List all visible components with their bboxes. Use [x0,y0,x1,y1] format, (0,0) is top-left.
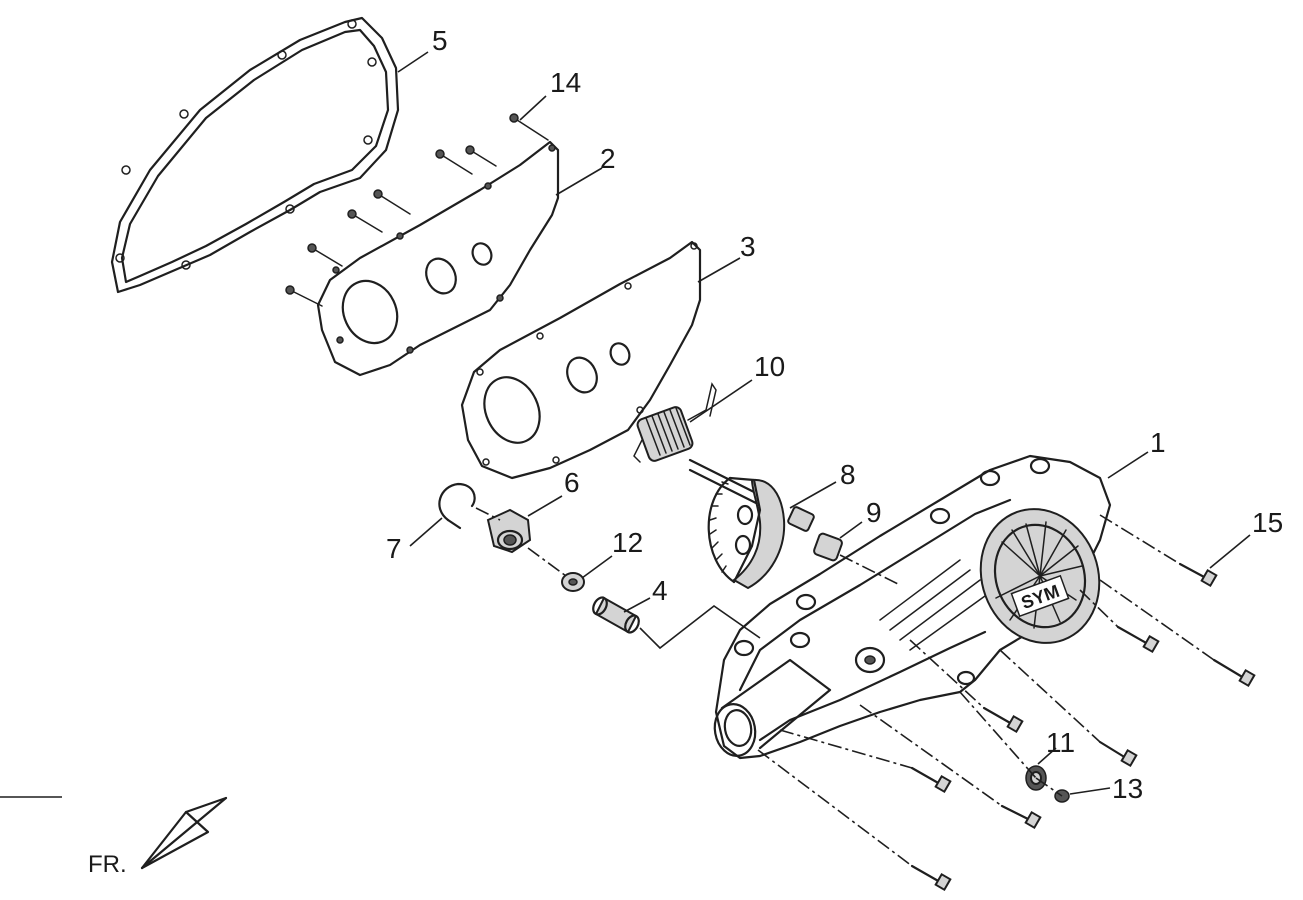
callout-3: 3 [740,231,756,262]
gasket-part-5 [110,16,400,294]
front-direction-indicator: FR. [0,796,228,878]
washer-part-12 [561,572,585,592]
callout-15: 15 [1252,507,1283,538]
callout-11: 11 [1046,727,1075,758]
front-label: FR. [88,851,127,878]
leader-lines [397,51,1251,795]
callout-14: 14 [550,67,581,98]
callout-5: 5 [432,25,448,56]
callout-labels: 1 2 3 4 5 6 7 8 9 10 11 12 13 14 15 [386,25,1283,804]
callout-1: 1 [1150,427,1166,458]
kick-shaft-part-8 [688,458,815,590]
inner-plate-part-2 [285,140,560,377]
screw-part-14 [509,113,549,141]
cover-gasket-part-3 [460,240,702,480]
bushing-part-6 [486,508,532,554]
callout-7: 7 [386,533,402,564]
nut-part-9 [813,532,843,562]
callout-8: 8 [840,459,856,490]
cover-bolts [910,562,1256,892]
callout-6: 6 [564,467,580,498]
callout-10: 10 [754,351,785,382]
callout-12: 12 [612,527,643,558]
kick-spring-part-10 [633,382,717,463]
callout-2: 2 [600,143,616,174]
circlip-part-7 [438,482,476,530]
callout-9: 9 [866,497,882,528]
dowel-pin-part-4 [592,596,640,634]
callout-13: 13 [1112,773,1143,804]
callout-4: 4 [652,575,668,606]
left-crankcase-cover-part-1: SYM [713,454,1112,760]
alignment-lines [475,507,1215,867]
